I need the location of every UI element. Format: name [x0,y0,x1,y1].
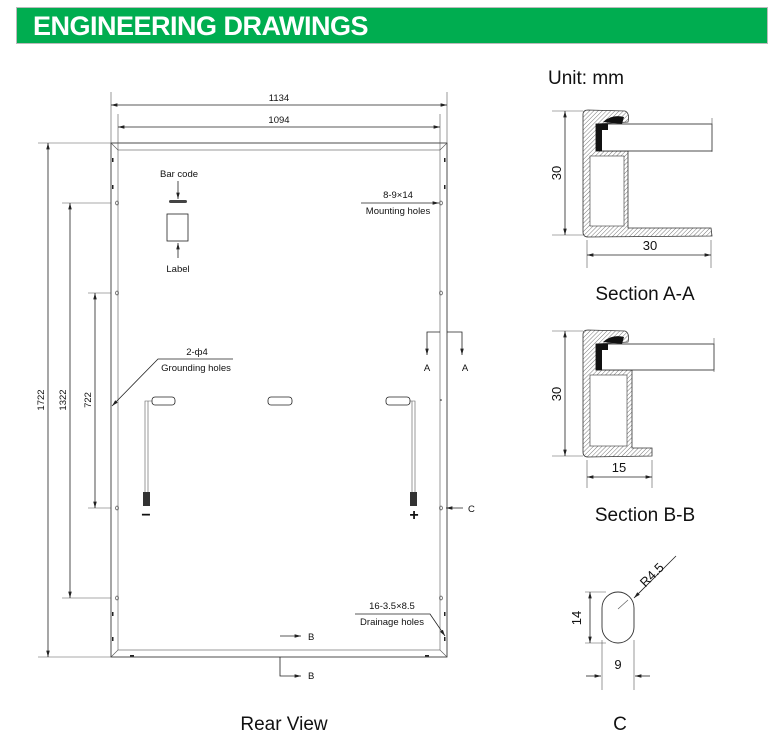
detail-c-marker: C [468,504,475,515]
bar-code [169,200,187,203]
section-bb-width: 15 [612,460,626,475]
dim-inner-width: 1094 [268,115,289,126]
grounding-holes-label: Grounding holes [161,363,231,374]
section-bb: 30 15 Section B-B [549,329,715,526]
mounting-holes-label: Mounting holes [366,206,431,217]
panel-frame-inner [117,149,441,651]
section-b-marker-top: B [308,632,314,643]
mounting-holes [115,200,443,601]
detail-c-width: 9 [614,657,621,672]
mounting-holes-spec: 8-9×14 [383,190,413,201]
page-title: ENGINEERING DRAWINGS [33,11,369,41]
bar-code-label: Bar code [160,169,198,180]
grounding-holes-spec: 2-ф4 [186,347,208,358]
drainage-holes [112,158,446,657]
plus-sign: + [409,507,418,524]
detail-c-caption: C [613,714,627,735]
glass-laminate [595,123,713,152]
section-aa-height: 30 [549,166,564,180]
unit-label: Unit: mm [548,68,624,89]
drainage-holes-label: Drainage holes [360,617,424,628]
cables [144,400,416,492]
label-box [166,213,189,242]
section-b-marker-bottom: B [308,671,314,682]
dim-mount-span-outer: 1322 [58,389,69,410]
rear-view-caption: Rear View [240,714,328,735]
rear-view: 1134 1094 1722 1322 722 Bar code Label 8… [36,92,475,735]
section-bb-caption: Section B-B [595,505,695,526]
dim-mount-span-inner: 722 [83,392,94,408]
minus-sign: − [141,507,150,524]
label-caption: Label [166,264,189,275]
dim-overall-height: 1722 [36,389,47,410]
slot-hole [601,591,635,644]
section-aa-width: 30 [643,238,657,253]
header-banner: ENGINEERING DRAWINGS [16,7,768,44]
negative-connector [143,492,150,506]
dim-overall-width: 1134 [269,93,289,104]
detail-c-radius: R4.5 [637,560,667,590]
detail-c-height: 14 [569,611,584,625]
panel-frame-outer [110,142,448,658]
positive-connector [410,492,417,506]
junction-boxes [151,396,411,406]
section-bb-height: 30 [549,387,564,401]
detail-c: R4.5 14 9 C [569,555,677,735]
drainage-holes-spec: 16-3.5×8.5 [369,601,415,612]
section-aa-caption: Section A-A [595,284,695,305]
section-a-marker-right: A [462,363,469,374]
section-aa: 30 30 Section A-A [549,109,713,305]
section-a-marker-left: A [424,363,431,374]
